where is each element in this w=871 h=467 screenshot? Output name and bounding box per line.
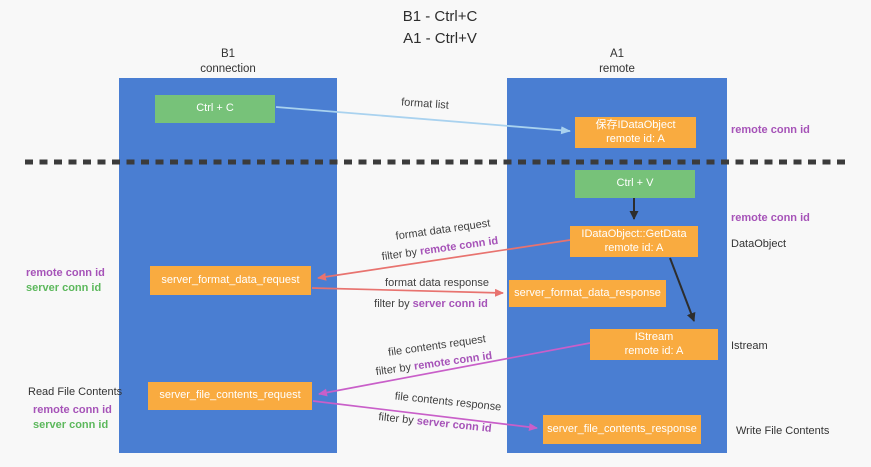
- server-file-contents-response-node: server_file_contents_response: [543, 415, 701, 444]
- remote-conn-id-label: remote conn id: [33, 403, 112, 416]
- save-dataobject-line1: 保存IDataObject: [595, 118, 676, 131]
- remote-conn-id-label: remote conn id: [26, 267, 105, 279]
- file-contents-response-annotation: file contents response: [394, 390, 502, 414]
- read-file-contents-label: Read File Contents: [28, 386, 123, 398]
- format-data-response-filter-annotation: filter by server conn id: [374, 298, 488, 310]
- right-dataobject-label-wrap: DataObject: [731, 237, 786, 252]
- lane-a1-role: remote: [599, 62, 635, 75]
- right-istream-label-wrap: Istream: [731, 339, 768, 354]
- lane-header-b1: B1 connection: [119, 47, 337, 77]
- dataobject-label: DataObject: [731, 238, 787, 250]
- filter-by-text: filter by: [374, 298, 413, 310]
- server-conn-id-label: server conn id: [26, 281, 102, 294]
- remote-conn-id-label: remote conn id: [731, 124, 810, 136]
- right-remote-conn-id-ctrlv: remote conn id: [731, 211, 810, 226]
- file-contents-response-filter-annotation: filter by server conn id: [378, 411, 492, 435]
- left-format-conn-ids: remote conn id server conn id: [26, 266, 105, 296]
- server-conn-id-text: server conn id: [412, 298, 488, 310]
- server-file-contents-response-label: server_file_contents_response: [547, 422, 697, 435]
- istream-line2: remote id: A: [624, 344, 684, 357]
- diagram-title: B1 - Ctrl+C A1 - Ctrl+V: [300, 6, 580, 50]
- getdata-node: IDataObject::GetData remote id: A: [570, 226, 698, 257]
- ctrl-c-label: Ctrl + C: [196, 102, 234, 115]
- diagram-title-line2: A1 - Ctrl+V: [403, 29, 477, 47]
- server-conn-id-text: server conn id: [416, 415, 493, 435]
- server-conn-id-label: server conn id: [33, 418, 109, 431]
- ctrl-v-node: Ctrl + V: [575, 170, 695, 198]
- istream-node: IStream remote id: A: [590, 329, 718, 360]
- getdata-line2: remote id: A: [604, 241, 664, 254]
- filter-by-text: filter by: [375, 360, 415, 379]
- server-format-data-response-node: server_format_data_response: [509, 280, 666, 307]
- istream-label: Istream: [731, 340, 768, 352]
- remote-conn-id-text: remote conn id: [419, 234, 499, 258]
- filter-by-text: filter by: [381, 245, 421, 264]
- lane-b1-role: connection: [200, 62, 256, 75]
- lane-a1-name: A1: [609, 48, 625, 60]
- server-format-data-request-label: server_format_data_request: [161, 273, 300, 286]
- istream-line1: IStream: [634, 330, 674, 343]
- right-write-file-contents-wrap: Write File Contents: [736, 424, 829, 439]
- remote-conn-id-label: remote conn id: [731, 212, 810, 224]
- server-format-data-request-node: server_format_data_request: [150, 266, 311, 295]
- lane-header-a1: A1 remote: [507, 47, 727, 77]
- diagram-title-line1: B1 - Ctrl+C: [402, 8, 478, 25]
- save-dataobject-node: 保存IDataObject remote id: A: [575, 117, 696, 148]
- server-file-contents-request-label: server_file_contents_request: [159, 389, 301, 402]
- left-read-file-contents: Read File Contents remote conn id server…: [28, 385, 122, 433]
- ctrl-v-label: Ctrl + V: [616, 177, 654, 190]
- format-list-annotation: format list: [400, 96, 450, 112]
- lane-b1-name: B1: [220, 48, 236, 60]
- server-format-data-response-label: server_format_data_response: [514, 286, 661, 299]
- server-file-contents-request-node: server_file_contents_request: [148, 382, 312, 410]
- format-data-response-annotation: format data response: [385, 277, 489, 289]
- filter-by-text: filter by: [377, 411, 418, 428]
- getdata-line1: IDataObject::GetData: [581, 227, 687, 240]
- ctrl-c-node: Ctrl + C: [155, 95, 275, 123]
- write-file-contents-label: Write File Contents: [736, 425, 830, 437]
- right-remote-conn-id-top: remote conn id: [731, 123, 810, 138]
- save-dataobject-line2: remote id: A: [606, 132, 665, 145]
